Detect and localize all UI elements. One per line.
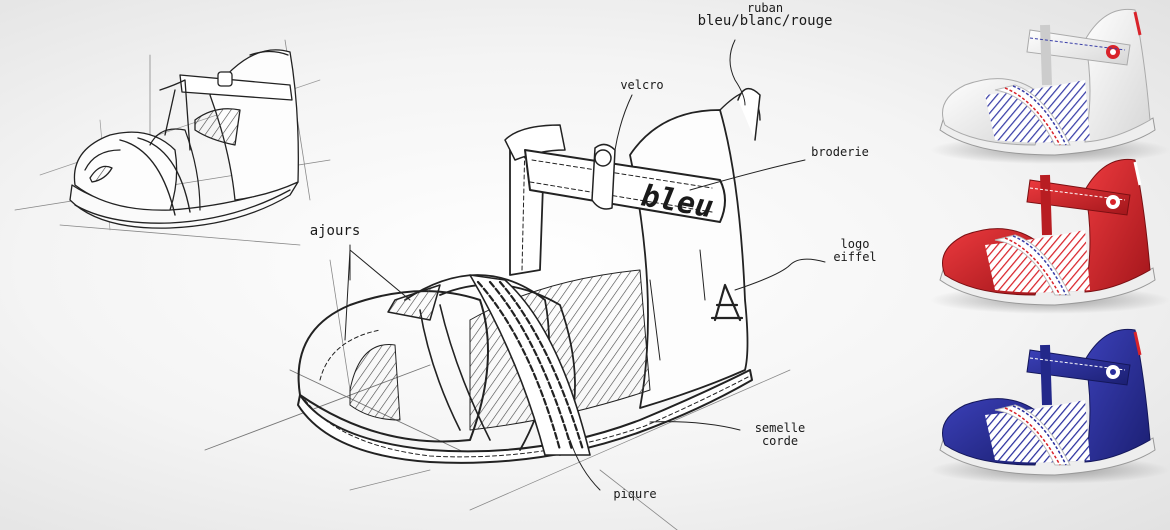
label-logo: logo eiffel: [825, 238, 885, 264]
label-ruban-line1: ruban: [746, 1, 784, 15]
label-semelle: semelle corde: [740, 422, 820, 448]
colorway-white: [930, 8, 1170, 164]
small-sketch: [14, 39, 331, 246]
label-ruban-line2: bleu/blanc/rouge: [697, 13, 833, 29]
main-sketch: bleu: [204, 39, 826, 530]
colorway-red: [930, 158, 1170, 314]
colorway-blue: [930, 328, 1170, 484]
label-broderie: broderie: [811, 145, 869, 159]
label-ajours: ajours: [309, 223, 361, 239]
label-logo-line2: eiffel: [833, 250, 877, 264]
label-piqure: piqure: [613, 487, 657, 501]
label-velcro: velcro: [620, 78, 664, 92]
label-logo-line1: logo: [840, 237, 870, 251]
label-semelle-line2: corde: [761, 434, 799, 448]
label-ruban: ruban bleu/blanc/rouge: [690, 1, 840, 29]
label-semelle-line1: semelle: [754, 421, 806, 435]
